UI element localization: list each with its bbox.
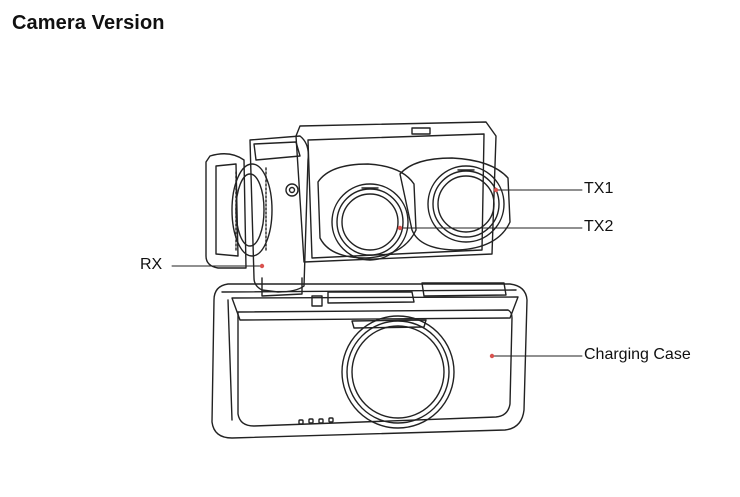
leader-lines [171,189,583,357]
callout-charging-case: Charging Case [584,346,691,363]
tx2-transmitter [317,163,417,261]
callout-rx: RX [140,256,163,273]
callout-tx2: TX2 [584,218,614,235]
leader-dots [259,187,499,359]
callout-tx1: TX1 [584,180,614,197]
page-title: Camera Version [12,12,165,34]
tx1-transmitter [399,157,511,251]
charging-case [211,282,528,439]
rx-receiver [231,135,310,297]
case-front-disk [341,315,455,429]
case-lid [205,121,497,269]
